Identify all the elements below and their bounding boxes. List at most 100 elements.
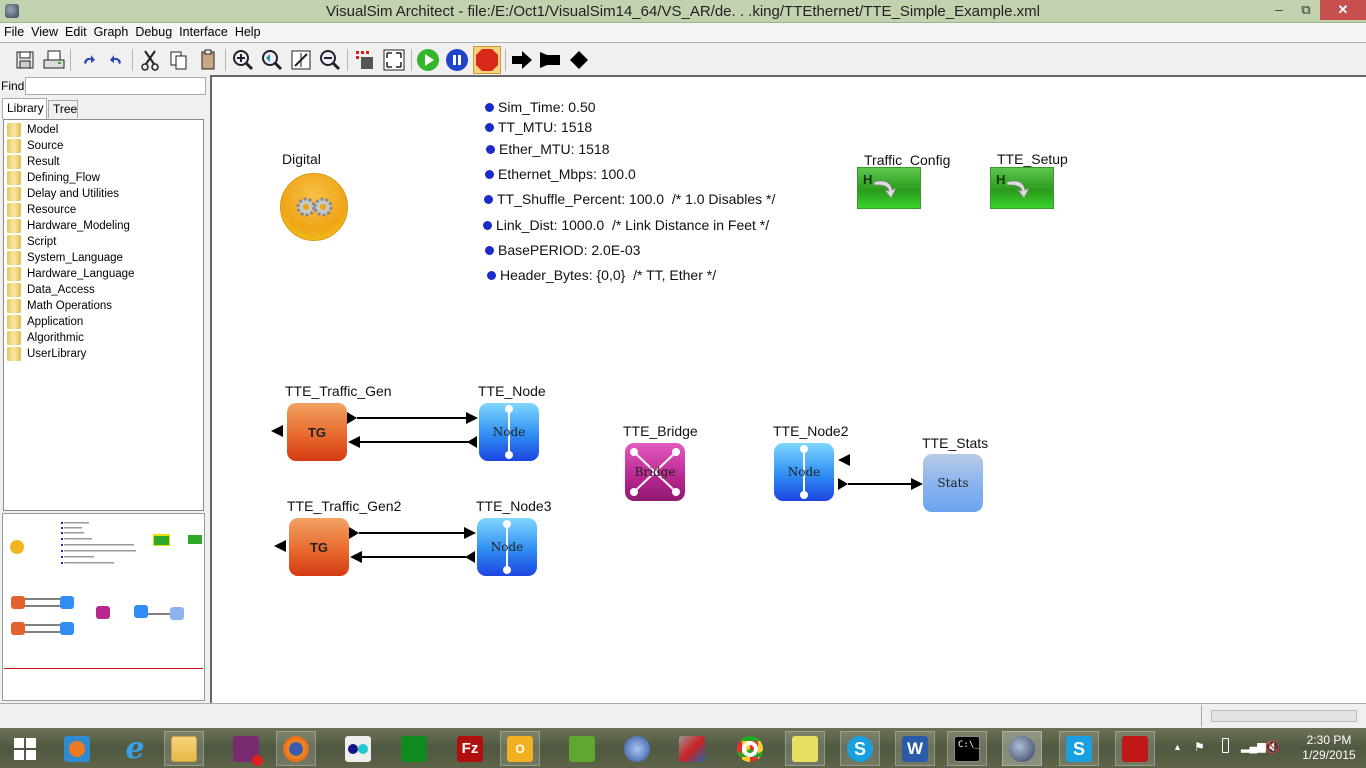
menu-help[interactable]: Help	[234, 25, 261, 39]
diamond-icon[interactable]	[567, 48, 591, 72]
library-item-model[interactable]: Model	[7, 122, 58, 138]
library-item-system-language[interactable]: System_Language	[7, 250, 123, 266]
traffic-gen-block[interactable]: TG	[287, 403, 347, 461]
connection-wire[interactable]	[358, 441, 468, 443]
taskbar-store[interactable]	[394, 731, 434, 766]
menu-interface[interactable]: Interface	[179, 25, 228, 39]
tray-overflow-icon[interactable]: ▲	[1173, 742, 1182, 752]
tab-tree[interactable]: Tree	[48, 100, 78, 118]
taskbar-video-recorder[interactable]	[226, 731, 266, 766]
taskbar-word[interactable]: W	[895, 731, 935, 766]
taskbar-chrome[interactable]	[730, 731, 770, 766]
undo-icon[interactable]	[104, 48, 128, 72]
library-item-result[interactable]: Result	[7, 154, 60, 170]
menu-file[interactable]: File	[4, 25, 25, 39]
taskbar-skype-2[interactable]: S	[1059, 731, 1099, 766]
library-item-userlibrary[interactable]: UserLibrary	[7, 346, 86, 362]
battery-icon[interactable]	[1222, 738, 1229, 753]
library-item-source[interactable]: Source	[7, 138, 63, 154]
menu-view[interactable]: View	[31, 25, 59, 39]
taskbar-red-app[interactable]	[672, 731, 712, 766]
library-item-algorithmic[interactable]: Algorithmic	[7, 330, 84, 346]
zoom-out-icon[interactable]	[318, 48, 342, 72]
pause-icon[interactable]	[445, 48, 469, 72]
taskbar-acrobat[interactable]	[1115, 731, 1155, 766]
node3-block[interactable]: Node	[477, 518, 537, 576]
taskbar-file-explorer[interactable]	[164, 731, 204, 766]
traffic-gen2-block[interactable]: TG	[289, 518, 349, 576]
library-item-hardware-language[interactable]: Hardware_Language	[7, 266, 134, 282]
bridge-block[interactable]: Bridge	[625, 443, 685, 501]
stop-icon[interactable]	[473, 46, 501, 74]
menu-debug[interactable]: Debug	[135, 25, 173, 39]
library-item-application[interactable]: Application	[7, 314, 83, 330]
zoom-fit-icon[interactable]	[289, 48, 313, 72]
close-button[interactable]: ✕	[1320, 0, 1366, 20]
library-item-resource[interactable]: Resource	[7, 202, 76, 218]
node2-block[interactable]: Node	[774, 443, 834, 501]
redo-icon[interactable]	[77, 48, 101, 72]
stats-block[interactable]: Stats	[923, 454, 983, 512]
taskbar-skype[interactable]: S	[840, 731, 880, 766]
taskbar-internet-explorer[interactable]: e	[115, 731, 155, 766]
connection-wire[interactable]	[848, 483, 912, 485]
param-ethernet-mbps[interactable]: Ethernet_Mbps: 100.0	[485, 166, 636, 182]
library-item-hardware-modeling[interactable]: Hardware_Modeling	[7, 218, 130, 234]
taskbar-outlook[interactable]: O	[500, 731, 540, 766]
taskbar-network-globe[interactable]	[617, 731, 657, 766]
tte-setup-block[interactable]: H	[990, 167, 1054, 209]
copy-icon[interactable]	[167, 48, 191, 72]
overview-panel[interactable]	[2, 513, 205, 701]
tab-library[interactable]: Library	[2, 98, 47, 119]
signal-icon[interactable]: ▂▄▆	[1241, 741, 1266, 753]
minimize-button[interactable]: ‒	[1275, 2, 1283, 17]
menu-edit[interactable]: Edit	[65, 25, 87, 39]
taskbar-evernote[interactable]	[562, 731, 602, 766]
output-port-icon[interactable]	[271, 425, 283, 437]
print-icon[interactable]	[42, 48, 66, 72]
library-item-delay-utilities[interactable]: Delay and Utilities	[7, 186, 119, 202]
library-item-defining-flow[interactable]: Defining_Flow	[7, 170, 100, 186]
param-tt-shuffle-percent[interactable]: TT_Shuffle_Percent: 100.0 /* 1.0 Disable…	[484, 191, 775, 207]
volume-muted-icon[interactable]: 🔇	[1265, 740, 1280, 754]
output-port-icon[interactable]	[274, 540, 286, 552]
library-item-data-access[interactable]: Data_Access	[7, 282, 95, 298]
find-input[interactable]	[25, 77, 206, 95]
param-tt-mtu[interactable]: TT_MTU: 1518	[485, 119, 592, 135]
taskbar-visualsim[interactable]	[338, 731, 378, 766]
fullscreen-icon[interactable]	[382, 48, 406, 72]
step-flag-icon[interactable]	[538, 48, 562, 72]
run-icon[interactable]	[416, 48, 440, 72]
param-baseperiod[interactable]: BasePERIOD: 2.0E-03	[485, 242, 640, 258]
menu-graph[interactable]: Graph	[93, 25, 129, 39]
taskbar-media-player[interactable]	[57, 731, 97, 766]
start-button[interactable]	[5, 731, 45, 766]
clock[interactable]: 2:30 PM 1/29/2015	[1295, 733, 1363, 763]
param-sim-time[interactable]: Sim_Time: 0.50	[485, 99, 596, 115]
zoom-in-icon[interactable]	[231, 48, 255, 72]
step-arrow-icon[interactable]	[510, 48, 534, 72]
param-ether-mtu[interactable]: Ether_MTU: 1518	[486, 141, 610, 157]
taskbar-filezilla[interactable]: Fz	[450, 731, 490, 766]
connection-wire[interactable]	[360, 556, 466, 558]
save-icon[interactable]	[13, 48, 37, 72]
paste-icon[interactable]	[196, 48, 220, 72]
traffic-config-block[interactable]: H	[857, 167, 921, 209]
input-port-icon[interactable]	[838, 454, 850, 466]
layout-icon[interactable]	[353, 48, 377, 72]
cut-icon[interactable]	[138, 48, 162, 72]
app-icon[interactable]	[5, 4, 19, 18]
zoom-reset-icon[interactable]	[260, 48, 284, 72]
taskbar-sticky-notes[interactable]	[785, 731, 825, 766]
param-link-dist[interactable]: Link_Dist: 1000.0 /* Link Distance in Fe…	[483, 217, 769, 233]
maximize-button[interactable]: ⧉	[1301, 2, 1311, 17]
library-item-script[interactable]: Script	[7, 234, 56, 250]
flag-icon[interactable]: ⚑	[1194, 740, 1205, 754]
library-item-math-operations[interactable]: Math Operations	[7, 298, 112, 314]
model-canvas[interactable]: Sim_Time: 0.50 TT_MTU: 1518 Ether_MTU: 1…	[210, 75, 1366, 703]
param-header-bytes[interactable]: Header_Bytes: {0,0} /* TT, Ether */	[487, 267, 716, 283]
node-block[interactable]: Node	[479, 403, 539, 461]
connection-wire[interactable]	[359, 532, 465, 534]
taskbar-visualsim-active[interactable]	[1002, 731, 1042, 766]
taskbar-command-prompt[interactable]: C:\_	[947, 731, 987, 766]
